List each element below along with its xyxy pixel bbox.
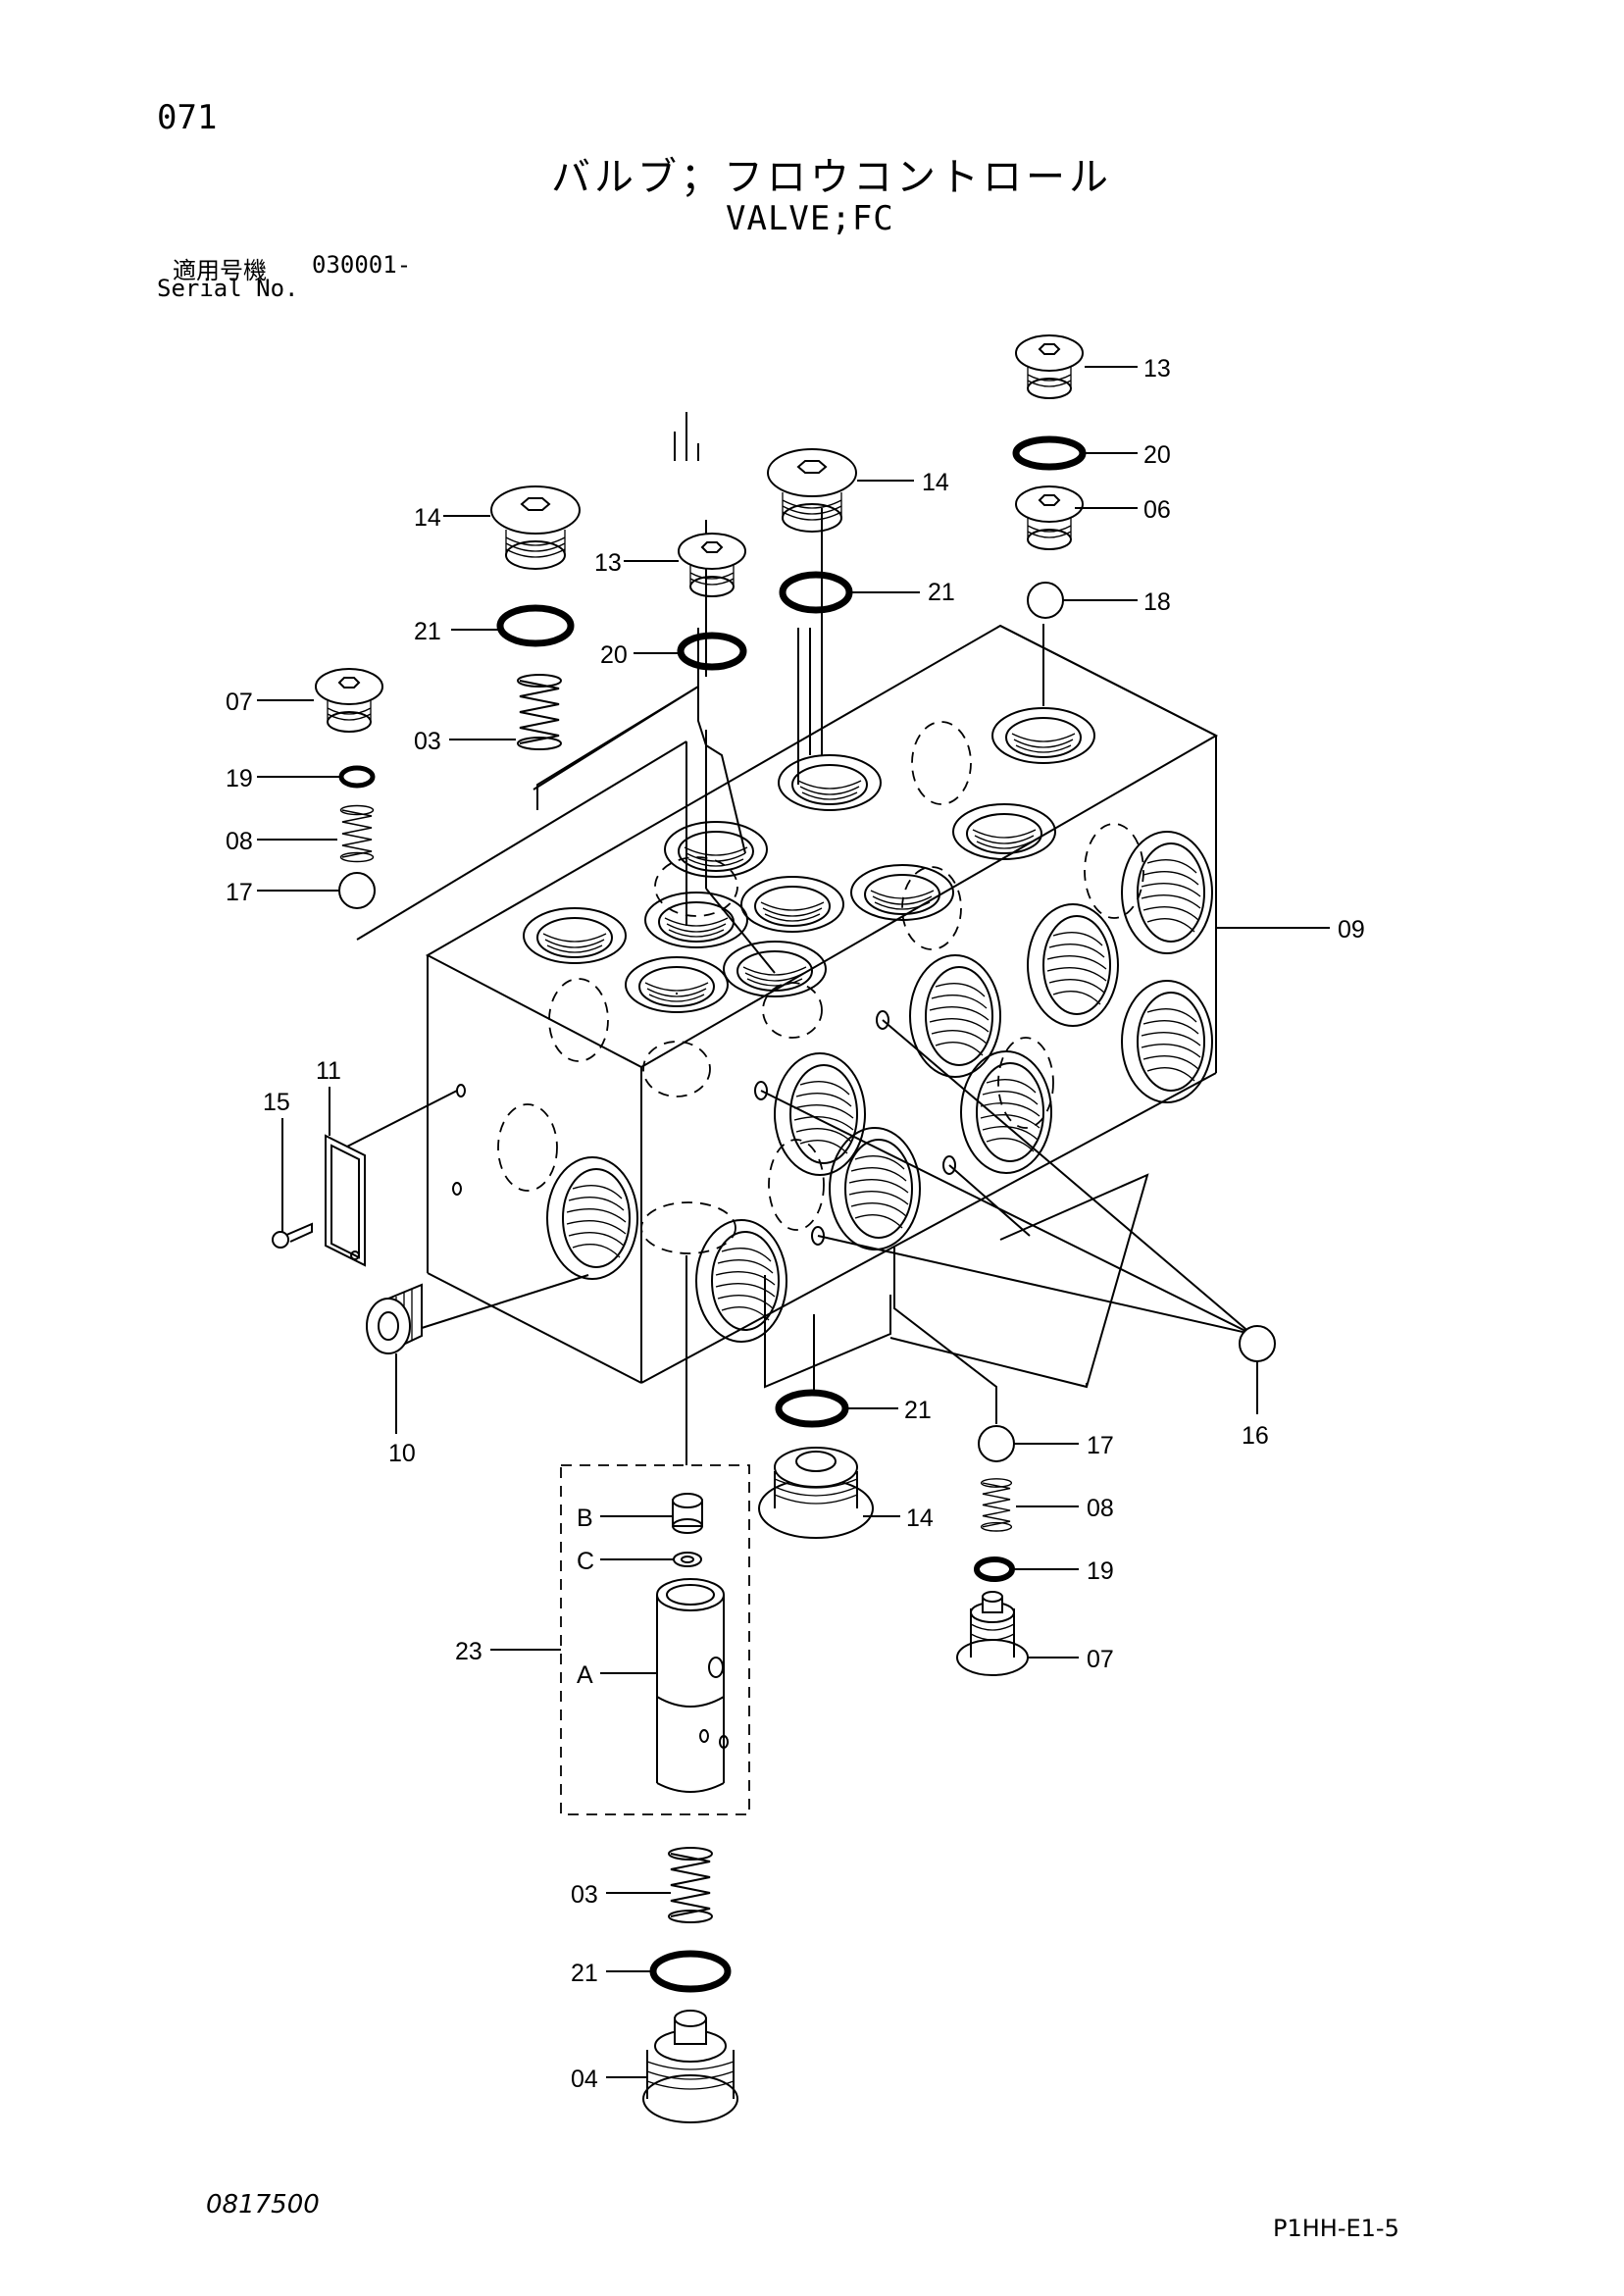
assembly-guide-lines — [344, 412, 1252, 1465]
callout-17-left: 17 — [226, 879, 253, 906]
callout-14-top: 14 — [922, 469, 949, 496]
ball-17-left — [338, 872, 376, 909]
spring-03-left — [517, 674, 562, 750]
callout-09: 09 — [1338, 916, 1365, 944]
part-A — [656, 1578, 729, 1793]
plug-06 — [1015, 485, 1084, 550]
o-ring-19-right — [974, 1556, 1015, 1582]
callout-19-left: 19 — [226, 765, 253, 792]
callout-21-top: 21 — [928, 579, 955, 606]
callout-21-mid: 21 — [904, 1397, 932, 1424]
o-ring-21-bottom — [649, 1950, 732, 1993]
ball-18 — [1027, 582, 1064, 619]
screw-15 — [283, 1222, 313, 1243]
callout-20-top: 20 — [1143, 441, 1171, 469]
title-english: VALVE;FC — [726, 199, 894, 238]
callout-07-right: 07 — [1087, 1646, 1114, 1673]
callout-21-left: 21 — [414, 618, 441, 645]
callout-B: B — [577, 1505, 593, 1532]
callout-19-right: 19 — [1087, 1557, 1114, 1585]
ball-17-right — [978, 1425, 1015, 1462]
callout-23: 23 — [455, 1638, 482, 1665]
callout-14-bottom: 14 — [906, 1505, 934, 1532]
callout-17-right: 17 — [1087, 1432, 1114, 1459]
plug-04 — [642, 2010, 738, 2123]
plug-14-left — [490, 485, 581, 570]
plug-13-top — [1015, 334, 1084, 399]
o-ring-20-top — [1012, 435, 1087, 471]
callout-labels: 13 20 06 18 14 21 14 13 21 20 07 03 19 0… — [226, 355, 1365, 2093]
plug-14-bottom — [758, 1447, 874, 1539]
plate-11 — [325, 1134, 366, 1267]
callout-20-left: 20 — [600, 641, 628, 669]
callout-08-left: 08 — [226, 828, 253, 855]
plug-13-left — [678, 533, 746, 597]
o-ring-21-top — [779, 571, 853, 614]
loose-parts — [272, 334, 1276, 2123]
callout-03-left: 03 — [414, 728, 441, 755]
callout-04: 04 — [571, 2066, 598, 2093]
callout-A: A — [577, 1661, 593, 1689]
callout-03-bottom: 03 — [571, 1881, 598, 1909]
plug-07-left — [315, 668, 383, 733]
callout-14-left: 14 — [414, 504, 441, 532]
callout-15: 15 — [263, 1089, 290, 1116]
callout-07-left: 07 — [226, 689, 253, 716]
o-ring-19-left — [338, 765, 376, 789]
spring-08-left — [339, 804, 375, 863]
callout-C: C — [577, 1548, 594, 1575]
callout-13-top: 13 — [1143, 355, 1171, 383]
callout-08-right: 08 — [1087, 1495, 1114, 1522]
callout-21-bottom: 21 — [571, 1960, 598, 1987]
part-B — [672, 1493, 703, 1534]
page-code: P1HH-E1-5 — [1273, 2215, 1399, 2242]
spring-08-right — [980, 1478, 1013, 1532]
part-C — [673, 1552, 702, 1567]
assembly-23-box — [560, 1464, 750, 1815]
callout-10: 10 — [388, 1440, 416, 1467]
title-japanese: バルブ；フロウコントロール — [551, 155, 1112, 200]
drawing-number: 0817500 — [206, 2190, 320, 2219]
serial-label-english: Serial No. — [157, 275, 299, 302]
callout-13-left: 13 — [594, 549, 622, 577]
leader-lines — [257, 366, 1330, 2078]
spring-03-bottom — [668, 1847, 713, 1923]
o-ring-21-left — [496, 604, 575, 647]
serial-range: 030001- — [312, 251, 412, 279]
o-ring-21-mid — [775, 1389, 849, 1428]
page-number: 071 — [157, 98, 218, 137]
callout-06: 06 — [1143, 496, 1171, 524]
callout-18: 18 — [1143, 588, 1171, 616]
plug-10 — [366, 1283, 423, 1354]
o-ring-20-left — [677, 632, 747, 671]
serial-label-japanese: 適用号機 — [173, 257, 267, 284]
callout-11: 11 — [316, 1057, 341, 1085]
plug-14-top — [767, 448, 857, 533]
plug-07-right — [956, 1591, 1029, 1676]
ball-16 — [1239, 1325, 1276, 1362]
callout-16: 16 — [1242, 1422, 1269, 1450]
